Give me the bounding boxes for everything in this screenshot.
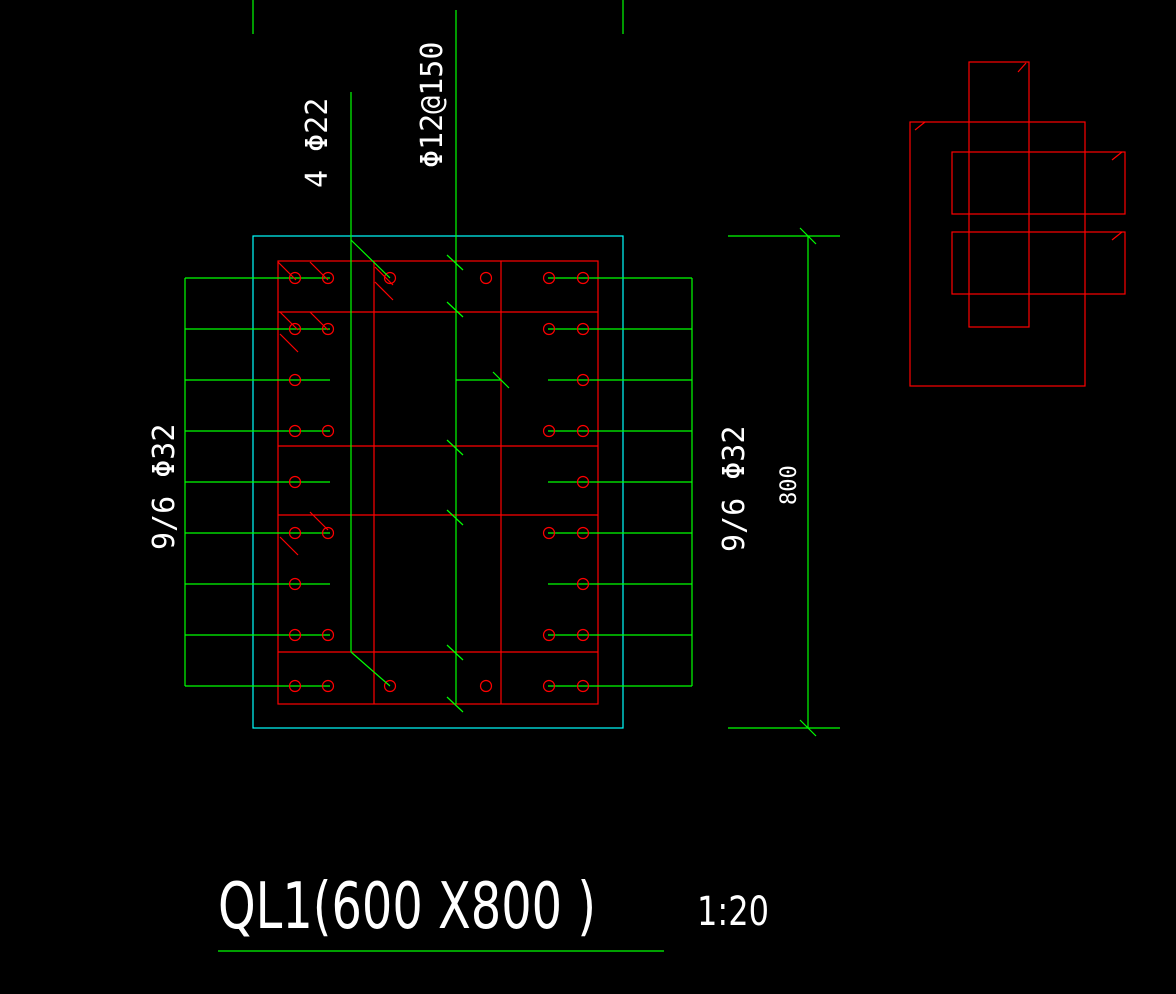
rebar-bar — [576, 271, 590, 285]
rebar-bar — [321, 526, 335, 540]
rebar-tick-marks — [277, 261, 394, 556]
rebar-tick — [374, 281, 394, 301]
top-extension-lines — [252, 0, 624, 34]
rebar-bar — [288, 526, 302, 540]
stirrup-detail — [909, 61, 1126, 387]
side-bars-left-label: 9/6 Φ32 — [147, 424, 182, 550]
top-leaders — [350, 10, 510, 713]
rebar-bar — [288, 475, 302, 489]
section-title: QL1(600 X800 ) — [218, 870, 596, 944]
rebar-bar — [576, 322, 590, 336]
rebar-bar — [542, 322, 556, 336]
rebar-bar — [321, 271, 335, 285]
rebar-bar — [542, 424, 556, 438]
rebar-bar — [383, 679, 397, 693]
rebar-bar — [576, 475, 590, 489]
height-dimension — [728, 227, 840, 737]
rebar-tick — [277, 261, 297, 281]
stirrup-label: Φ12@150 — [415, 42, 450, 168]
rebar-bar — [542, 526, 556, 540]
side-bars-right-label: 9/6 Φ32 — [717, 426, 752, 552]
rebar-bar — [383, 271, 397, 285]
rebar-tick — [309, 311, 329, 331]
rebar-bar — [479, 679, 493, 693]
rebar-tick — [309, 511, 329, 531]
rebar-tick — [279, 536, 299, 556]
inner-stirrups — [278, 261, 598, 704]
rebar-bar — [288, 424, 302, 438]
rebar-tick — [279, 311, 299, 331]
rebar-bar — [576, 628, 590, 642]
rebar-tick — [374, 266, 394, 286]
rebar-bar — [288, 271, 302, 285]
scale-label: 1:20 — [697, 889, 769, 935]
rebar-bar — [321, 628, 335, 642]
rebar-bar — [576, 424, 590, 438]
top-bars-label: 4 Φ22 — [300, 98, 335, 188]
rebar-tick — [309, 261, 329, 281]
rebar-bar — [288, 373, 302, 387]
rebar-bar — [288, 577, 302, 591]
rebar-bar — [321, 322, 335, 336]
right-side-bar-leaders — [548, 277, 693, 687]
rebar-bar — [288, 628, 302, 642]
rebar-bar — [542, 679, 556, 693]
rebar-bar — [321, 424, 335, 438]
rebar-bar — [542, 271, 556, 285]
rebar-bar — [479, 271, 493, 285]
rebar-bar — [288, 322, 302, 336]
left-side-bar-leaders — [184, 277, 330, 687]
rebar-circles — [288, 271, 590, 693]
rebar-bar — [288, 679, 302, 693]
rebar-bar — [321, 679, 335, 693]
rebar-bar — [576, 679, 590, 693]
dimension-value: 800 — [777, 465, 802, 505]
rebar-tick — [279, 333, 299, 353]
rebar-bar — [576, 526, 590, 540]
rebar-bar — [576, 577, 590, 591]
rebar-bar — [542, 628, 556, 642]
rebar-bar — [576, 373, 590, 387]
